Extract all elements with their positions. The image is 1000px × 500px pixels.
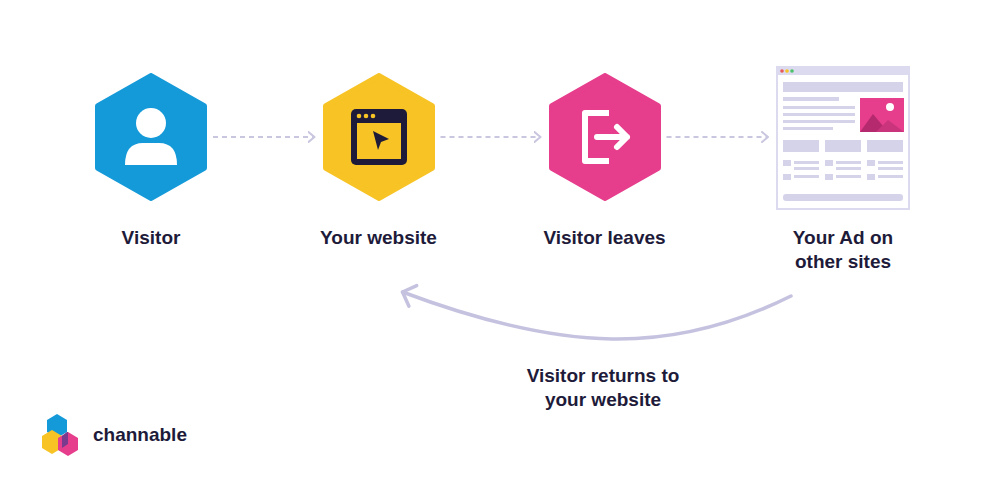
dashed-arrow [667,136,769,138]
brand-logo [40,412,90,460]
return-arrow [403,292,792,339]
process-node: Your website [318,73,439,250]
node-label: Visitor leaves [542,226,667,250]
visitor-hexagon [95,73,207,201]
process-node: Visitor [95,73,207,250]
edge-label: Visitor returns to your website [504,364,702,412]
website-hexagon [323,73,435,201]
webpage-illustration [776,66,910,210]
brand-name: channable [93,424,187,446]
exit-hexagon [549,73,661,201]
process-node: Visitor leaves [541,73,668,250]
dashed-arrow [441,136,541,138]
node-label: Your website [319,226,438,250]
node-label: Visitor [121,226,182,250]
process-node: Your Ad on other sites [771,66,915,274]
dashed-arrow [213,136,315,138]
node-label: Your Ad on other sites [773,226,913,274]
